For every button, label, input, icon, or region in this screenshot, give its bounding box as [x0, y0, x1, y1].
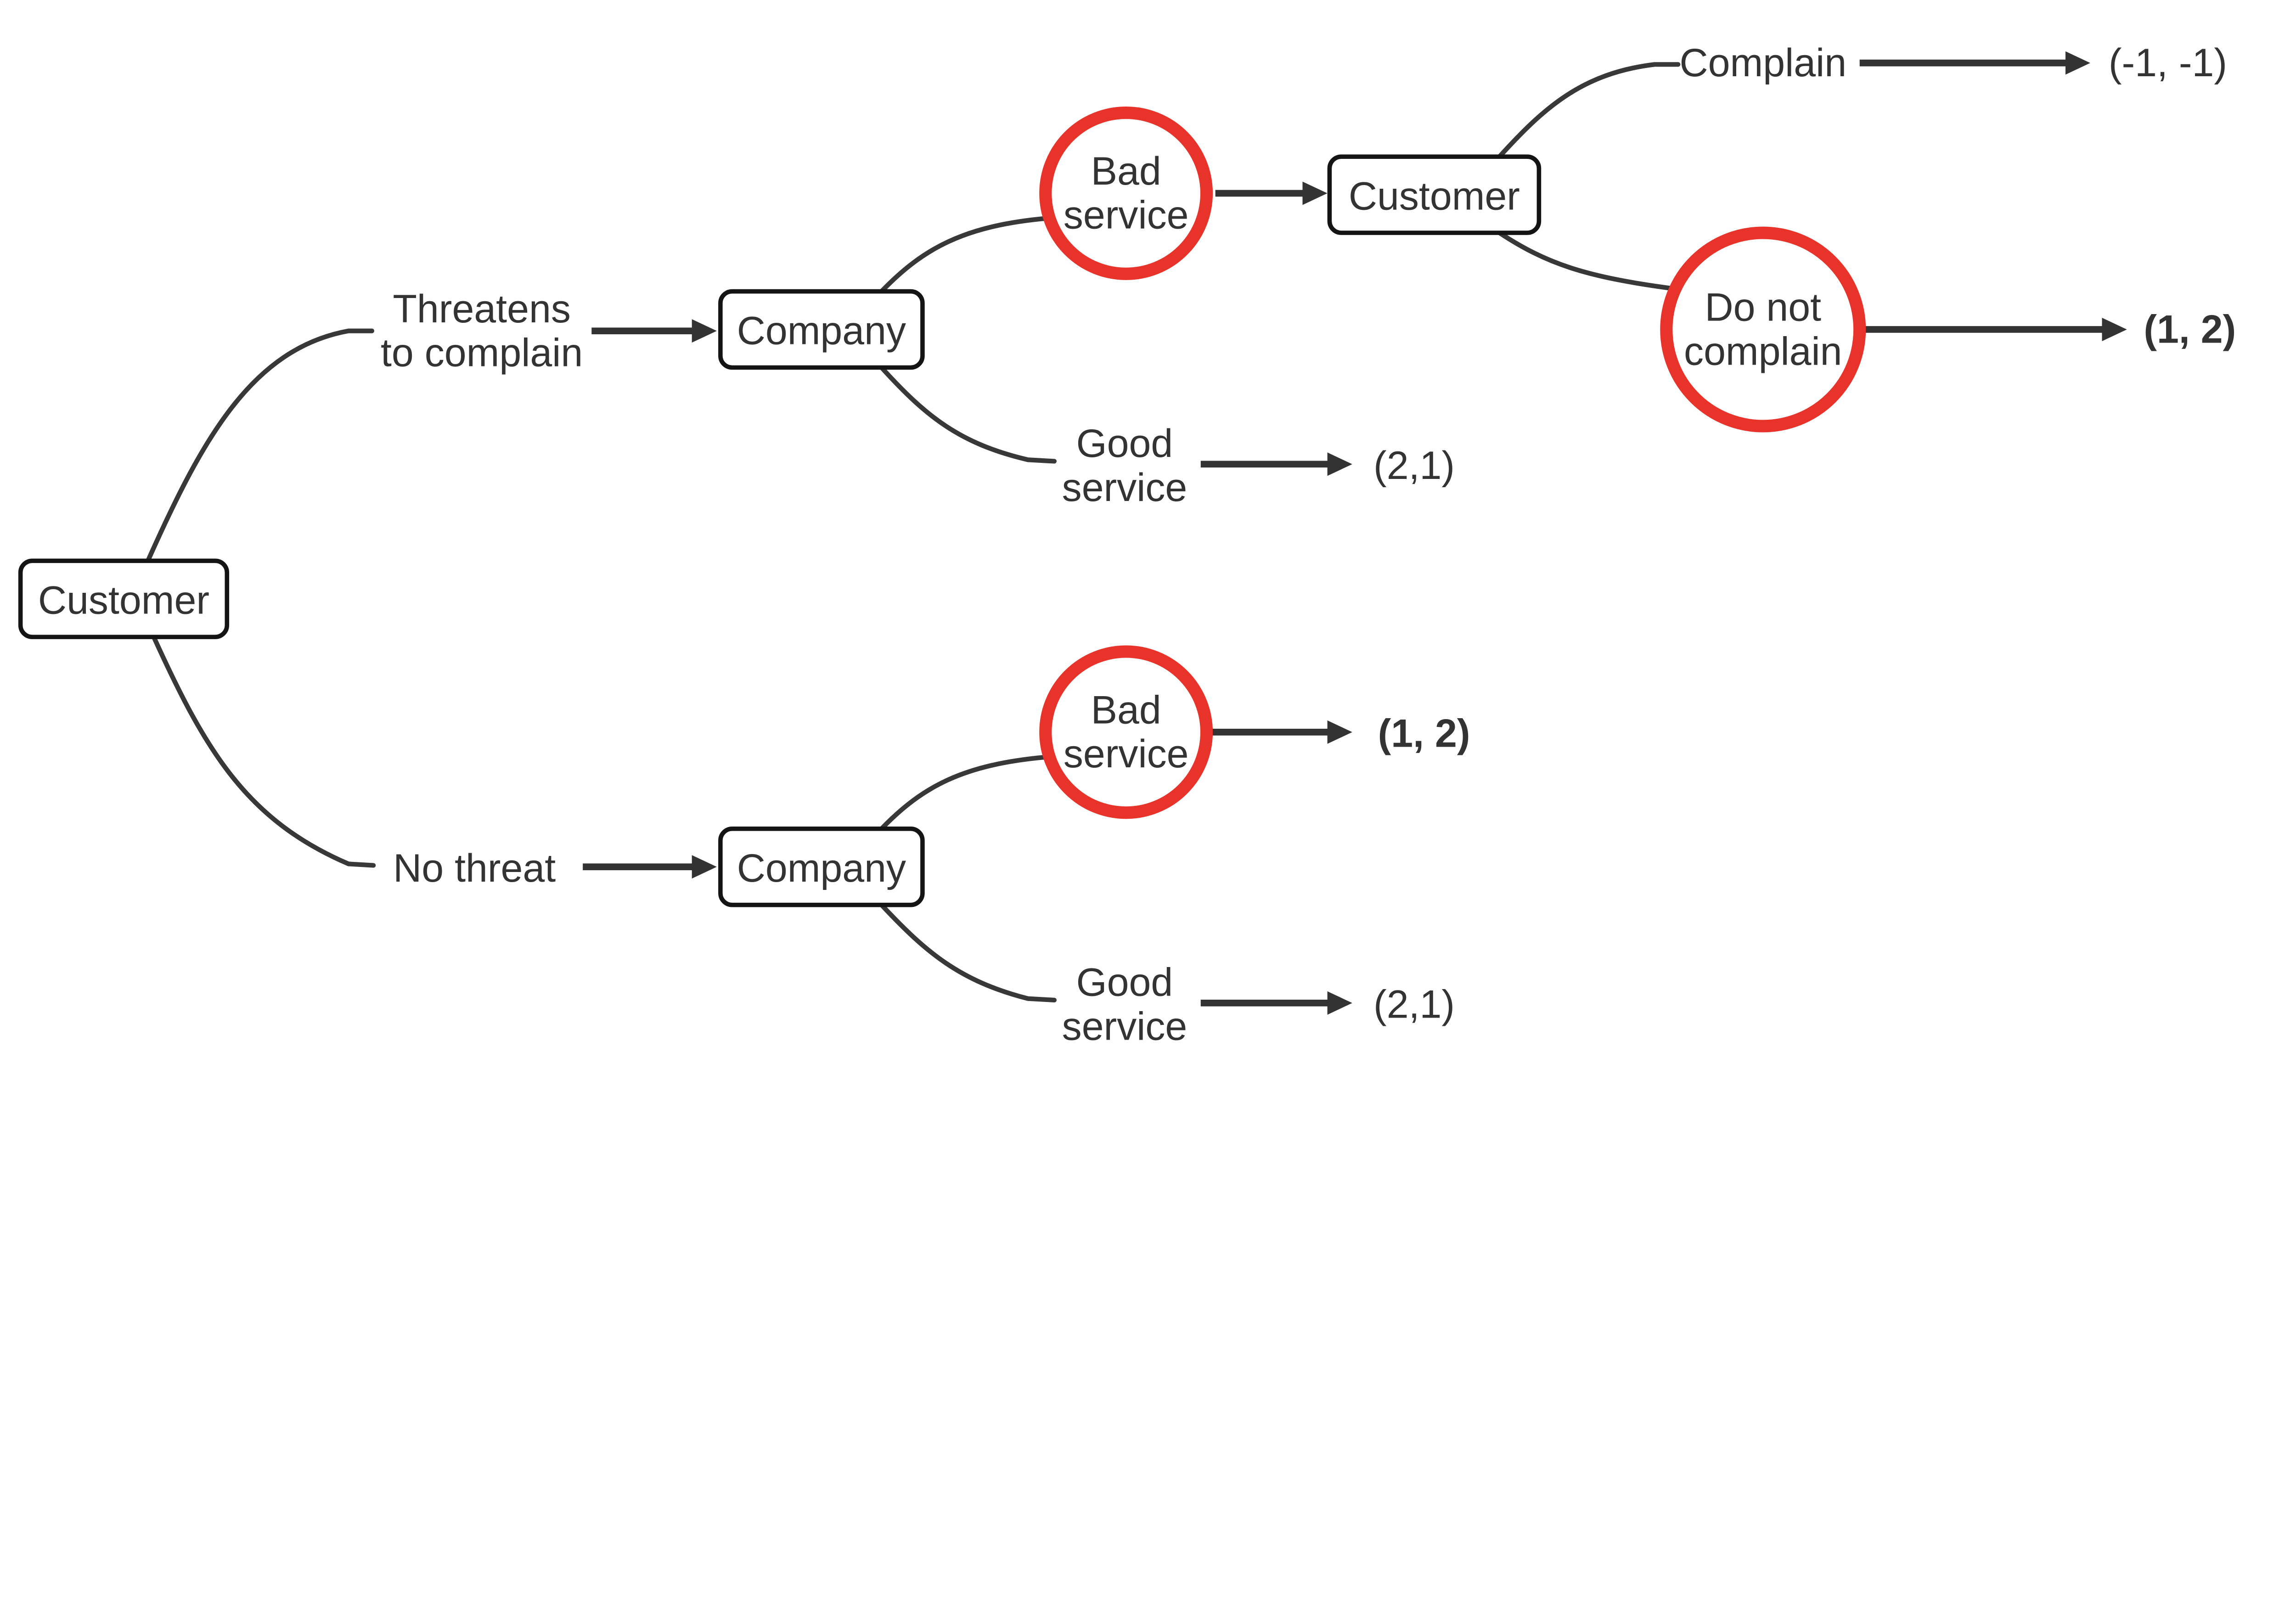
edge-company-bottom-to-good-service [879, 902, 1057, 1003]
highlight-bad-service-bottom: Bad service [1039, 645, 1213, 819]
label-threatens-to-complain: Threatens to complain [381, 287, 583, 375]
highlight-bad-service-top: Bad service [1039, 106, 1213, 280]
node-customer-mid: Customer [1327, 154, 1542, 235]
red-highlight-circle [1039, 106, 1213, 280]
decision-tree-diagram: Customer Company Customer Company Bad se… [18, 41, 2236, 1049]
bad-service-top-line2: service [1064, 193, 1189, 237]
highlight-do-not-complain: Do not complain [1660, 226, 1866, 433]
bad-service-bottom-line2: service [1064, 732, 1189, 776]
label-good-service-bottom: Good service [1062, 961, 1187, 1049]
payoff-bad-service-bottom: (1, 2) [1378, 712, 1470, 756]
threatens-line2: to complain [381, 331, 583, 375]
node-customer-root: Customer [18, 558, 230, 639]
red-highlight-circle [1039, 645, 1213, 819]
node-company-bottom-label: Company [737, 846, 906, 890]
good-service-bottom-line1: Good [1076, 961, 1173, 1005]
edge-customer-mid-to-do-not-complain [1497, 230, 1675, 291]
node-company-top-label: Company [737, 309, 906, 353]
threatens-line1: Threatens [393, 287, 571, 331]
edge-company-bottom-to-bad-service [879, 754, 1050, 831]
node-company-top: Company [718, 289, 925, 370]
node-company-bottom: Company [718, 827, 925, 907]
label-no-threat: No threat [393, 846, 556, 890]
payoff-good-service-top: (2,1) [1373, 444, 1455, 488]
payoff-complain: (-1, -1) [2109, 41, 2227, 85]
payoff-good-service-bottom: (2,1) [1373, 982, 1455, 1026]
node-customer-mid-label: Customer [1349, 174, 1520, 218]
good-service-bottom-line2: service [1062, 1004, 1187, 1048]
edge-root-to-no-threat [151, 635, 376, 868]
red-highlight-circle [1660, 226, 1866, 433]
label-good-service-top: Good service [1062, 422, 1187, 510]
bad-service-top-line1: Bad [1091, 149, 1161, 193]
edge-customer-mid-to-complain [1497, 62, 1681, 159]
good-service-top-line2: service [1062, 466, 1187, 510]
do-not-complain-line2: complain [1684, 329, 1842, 373]
decision-tree-page: Customer Company Customer Company Bad se… [18, 41, 2236, 1049]
node-customer-root-label: Customer [38, 578, 209, 622]
edge-root-to-threatens [145, 328, 375, 563]
bad-service-bottom-line1: Bad [1091, 688, 1161, 732]
payoff-do-not-complain: (1, 2) [2144, 307, 2236, 351]
good-service-top-line1: Good [1076, 422, 1173, 466]
edge-company-top-to-bad-service [879, 216, 1051, 294]
do-not-complain-line1: Do not [1705, 286, 1821, 330]
edge-company-top-to-good-service [879, 365, 1057, 464]
label-complain: Complain [1679, 41, 1846, 85]
